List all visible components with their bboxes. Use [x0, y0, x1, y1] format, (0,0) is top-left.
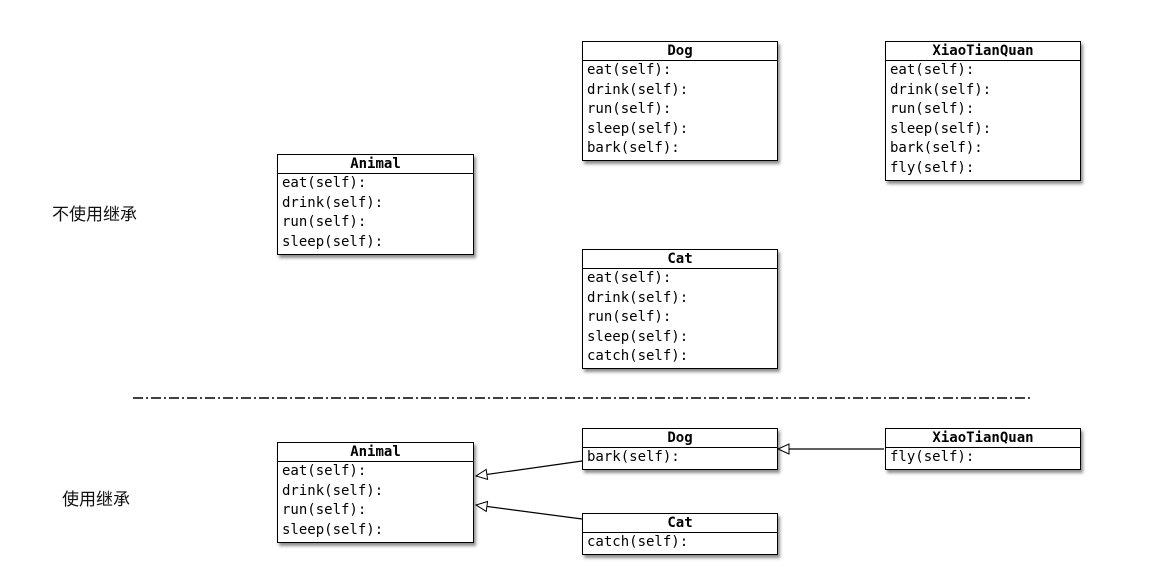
method: drink(self): [282, 482, 384, 499]
method: catch(self): [587, 348, 689, 364]
class-box-dog-bottom[interactable]: Dog bark(self): [582, 428, 778, 470]
method: sleep(self): [890, 120, 992, 137]
inheritance-arrow-dog-to-animal [474, 460, 583, 481]
method: sleep(self): [282, 233, 384, 250]
method: fly(self): [890, 449, 975, 465]
class-name: Dog [583, 42, 777, 61]
method: eat(self): [587, 62, 672, 78]
method: drink(self): [587, 81, 689, 98]
class-box-dog-top[interactable]: Dog eat(self): drink(self): run(self): s… [582, 41, 778, 161]
method: catch(self): [587, 534, 689, 550]
class-name: Cat [583, 250, 777, 269]
method: drink(self): [890, 81, 992, 98]
method: eat(self): [282, 175, 367, 191]
method: run(self): [587, 309, 672, 325]
class-box-animal-bottom[interactable]: Animal eat(self): drink(self): run(self)… [277, 442, 474, 543]
class-name: Animal [278, 155, 473, 174]
section-label-inheritance: 使用继承 [62, 490, 130, 510]
method: eat(self): [890, 62, 975, 78]
method: bark(self): [587, 140, 680, 156]
method: sleep(self): [587, 120, 689, 137]
method: eat(self): [282, 463, 367, 479]
method: eat(self): [587, 270, 672, 286]
section-label-no-inheritance: 不使用继承 [52, 205, 137, 225]
class-name: Dog [583, 429, 777, 448]
method: bark(self): [587, 449, 680, 465]
method: run(self): [282, 502, 367, 518]
class-box-xiaotianquan-bottom[interactable]: XiaoTianQuan fly(self): [885, 428, 1081, 470]
class-box-animal-top[interactable]: Animal eat(self): drink(self): run(self)… [277, 154, 474, 255]
class-name: XiaoTianQuan [886, 42, 1080, 61]
method: sleep(self): [587, 328, 689, 345]
inheritance-arrow-cat-to-animal [474, 500, 583, 520]
method: sleep(self): [282, 521, 384, 538]
class-name: Animal [278, 443, 473, 462]
class-name: XiaoTianQuan [886, 429, 1080, 448]
method: bark(self): [890, 140, 983, 156]
class-box-cat-bottom[interactable]: Cat catch(self): [582, 513, 778, 555]
class-name: Cat [583, 514, 777, 533]
method: run(self): [587, 101, 672, 117]
class-box-xiaotianquan-top[interactable]: XiaoTianQuan eat(self): drink(self): run… [885, 41, 1081, 181]
method: run(self): [890, 101, 975, 117]
method: run(self): [282, 214, 367, 230]
class-box-cat-top[interactable]: Cat eat(self): drink(self): run(self): s… [582, 249, 778, 369]
method: drink(self): [282, 194, 384, 211]
method: fly(self): [890, 159, 975, 176]
method: drink(self): [587, 289, 689, 306]
